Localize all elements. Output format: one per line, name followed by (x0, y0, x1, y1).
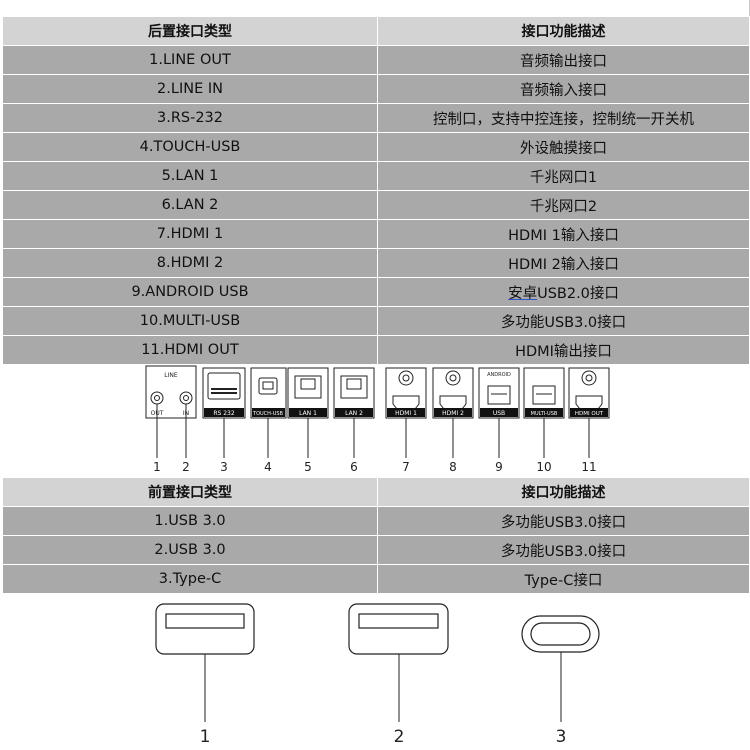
port-desc-cell: 音频输入接口 (377, 74, 750, 104)
front-callout-1: 1 (200, 727, 211, 747)
table-row: 10.MULTI-USB 多功能USB3.0接口 (2, 306, 750, 336)
port-desc-cell: 音频输出接口 (377, 45, 750, 75)
port-type-cell: 7.HDMI 1 (2, 219, 378, 249)
multi-usb-label: MULTI-USB (531, 411, 558, 417)
table-row: 11.HDMI OUT HDMI输出接口 (2, 335, 750, 365)
android-label: ANDROID (487, 372, 511, 378)
front-panel-diagram: 1 2 3 (155, 603, 600, 747)
port-desc-cell: Type-C接口 (377, 564, 750, 594)
port-desc-cell: HDMI 1输入接口 (377, 219, 750, 249)
callout-2: 2 (182, 460, 190, 474)
callout-10: 10 (536, 460, 551, 474)
port-type-cell: 6.LAN 2 (2, 190, 378, 220)
port-type-cell: 3.RS-232 (2, 103, 378, 133)
table-row: 2.USB 3.0 多功能USB3.0接口 (2, 535, 750, 565)
lan1-label: LAN 1 (299, 410, 317, 417)
port-desc-cell: 外设触摸接口 (377, 132, 750, 162)
port-type-cell: 11.HDMI OUT (2, 335, 378, 365)
table-row: 1.LINE OUT 音频输出接口 (2, 45, 750, 75)
port-desc-cell: 安卓USB2.0接口 (377, 277, 750, 307)
port-desc-cell: 多功能USB3.0接口 (377, 535, 750, 565)
table-row: 7.HDMI 1 HDMI 1输入接口 (2, 219, 750, 249)
callout-4: 4 (264, 460, 272, 474)
port-type-cell: 8.HDMI 2 (2, 248, 378, 278)
callout-7: 7 (402, 460, 410, 474)
port-type-cell: 9.ANDROID USB (2, 277, 378, 307)
port-type-cell: 4.TOUCH-USB (2, 132, 378, 162)
line-label: LINE (164, 372, 178, 379)
table-row: 8.HDMI 2 HDMI 2输入接口 (2, 248, 750, 278)
callout-11: 11 (581, 460, 596, 474)
port-desc-text: USB2.0接口 (537, 285, 619, 302)
header-port-type: 前置接口类型 (2, 477, 378, 507)
table-row: 3.Type-C Type-C接口 (2, 564, 750, 594)
port-desc-cell: HDMI输出接口 (377, 335, 750, 365)
callout-1: 1 (153, 460, 161, 474)
hdmi1-port (385, 367, 427, 419)
callout-6: 6 (350, 460, 358, 474)
callout-9: 9 (495, 460, 503, 474)
port-type-cell: 1.USB 3.0 (2, 506, 378, 536)
port-type-cell: 2.USB 3.0 (2, 535, 378, 565)
port-desc-cell: HDMI 2输入接口 (377, 248, 750, 278)
port-desc-cell: 多功能USB3.0接口 (377, 506, 750, 536)
header-description: 接口功能描述 (377, 16, 750, 46)
port-desc-cell: 控制口，支持中控连接，控制统一开关机 (377, 103, 750, 133)
port-desc-cell: 千兆网口1 (377, 161, 750, 191)
hdmi2-label: HDMI 2 (442, 410, 464, 417)
callout-5: 5 (304, 460, 312, 474)
table-header-row: 后置接口类型 接口功能描述 (2, 16, 750, 46)
front-callout-3: 3 (556, 727, 567, 747)
android-usb-label: USB (493, 410, 505, 417)
header-port-type: 后置接口类型 (2, 16, 378, 46)
port-type-cell: 1.LINE OUT (2, 45, 378, 75)
table-row: 3.RS-232 控制口，支持中控连接，控制统一开关机 (2, 103, 750, 133)
table-row: 5.LAN 1 千兆网口1 (2, 161, 750, 191)
rear-panel-diagram: LINE OUT IN RS 232 TOUCH-USB LAN 1 LAN 2… (145, 365, 610, 474)
rs232-label: RS 232 (213, 410, 235, 417)
lan2-label: LAN 2 (345, 410, 363, 417)
table-header-row: 前置接口类型 接口功能描述 (2, 477, 750, 507)
rear-ports-table: 后置接口类型 接口功能描述 1.LINE OUT 音频输出接口 2.LINE I… (2, 16, 750, 365)
table-row: 2.LINE IN 音频输入接口 (2, 74, 750, 104)
usb3-port-1 (155, 603, 255, 655)
touch-usb-label: TOUCH-USB (252, 411, 284, 417)
hdmi1-label: HDMI 1 (395, 410, 417, 417)
front-callout-2: 2 (394, 727, 405, 747)
port-desc-cell: 千兆网口2 (377, 190, 750, 220)
table-row: 6.LAN 2 千兆网口2 (2, 190, 750, 220)
port-type-cell: 10.MULTI-USB (2, 306, 378, 336)
hdmi-out-label: HDMI OUT (575, 411, 604, 417)
port-type-cell: 3.Type-C (2, 564, 378, 594)
usb3-port-2 (348, 603, 449, 655)
type-c-port (521, 615, 600, 653)
callout-3: 3 (220, 460, 228, 474)
android-link[interactable]: 安卓 (508, 285, 538, 302)
table-row: 4.TOUCH-USB 外设触摸接口 (2, 132, 750, 162)
table-row: 1.USB 3.0 多功能USB3.0接口 (2, 506, 750, 536)
front-ports-table: 前置接口类型 接口功能描述 1.USB 3.0 多功能USB3.0接口 2.US… (2, 477, 750, 594)
port-desc-cell: 多功能USB3.0接口 (377, 306, 750, 336)
top-margin (0, 0, 750, 16)
port-type-cell: 2.LINE IN (2, 74, 378, 104)
table-row: 9.ANDROID USB 安卓USB2.0接口 (2, 277, 750, 307)
port-type-cell: 5.LAN 1 (2, 161, 378, 191)
header-description: 接口功能描述 (377, 477, 750, 507)
callout-8: 8 (449, 460, 457, 474)
